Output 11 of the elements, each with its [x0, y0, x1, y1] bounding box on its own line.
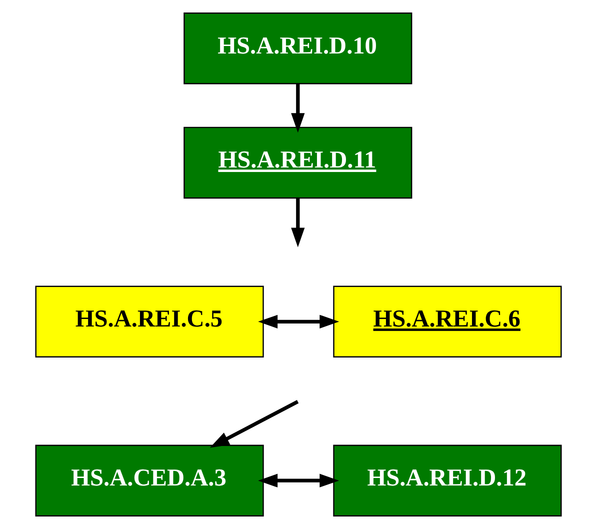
- arrow: [209, 400, 298, 448]
- arrow: [258, 314, 339, 328]
- arrow: [258, 474, 339, 488]
- node-box: HS.A.REI.C.6: [332, 286, 562, 358]
- arrow: [290, 198, 304, 248]
- node-box: HS.A.REI.D.11: [183, 126, 412, 199]
- node-box: HS.A.REI.D.10: [183, 12, 412, 84]
- node-box: HS.A.REI.D.12: [332, 444, 562, 516]
- arrow: [290, 84, 304, 133]
- node-box: HS.A.REI.C.5: [34, 286, 264, 358]
- node-box: HS.A.CED.A.3: [34, 444, 264, 516]
